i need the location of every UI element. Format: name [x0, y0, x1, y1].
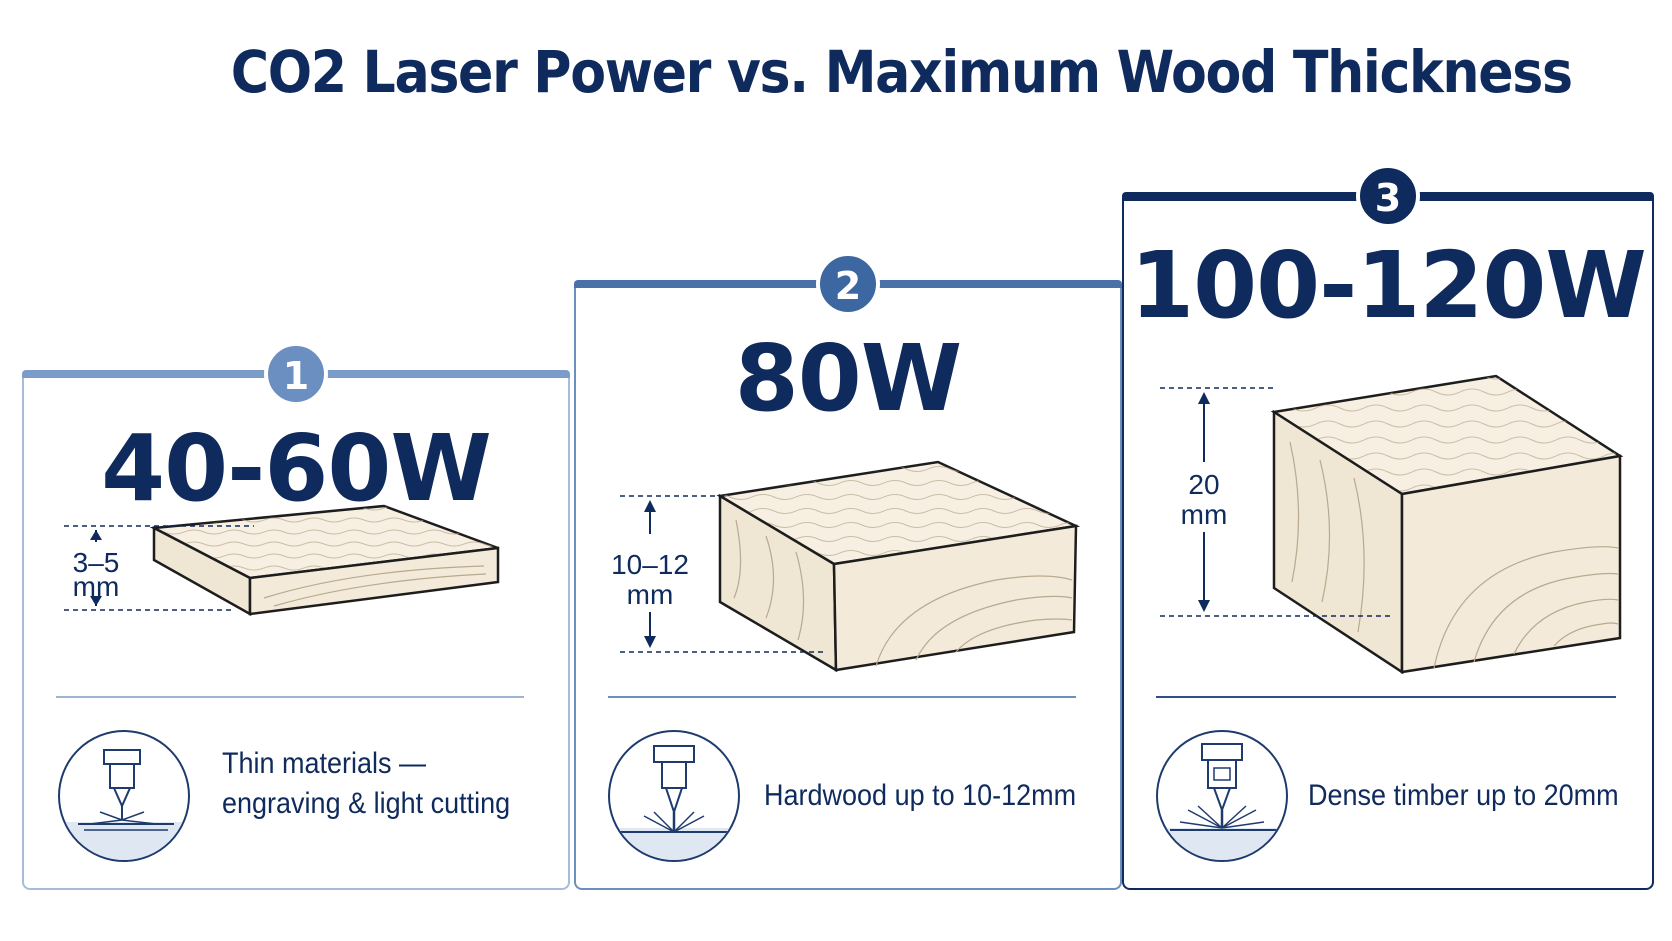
laser-head-icon — [1156, 730, 1288, 862]
card-divider — [56, 696, 524, 698]
tier-number-badge: 3 — [1356, 164, 1420, 228]
description-line: engraving & light cutting — [222, 787, 511, 820]
tier-card-2: 2 80W 10–12 mm — [574, 252, 1122, 890]
laser-head-icon — [58, 730, 190, 862]
thickness-value: 3–5 — [73, 547, 120, 578]
tier-card-1: 1 40-60W 3–5 mm — [22, 342, 570, 890]
thickness-value: 10–12 — [611, 549, 689, 580]
tier-description: Hardwood up to 10-12mm — [764, 776, 1076, 816]
power-rating: 80W — [734, 325, 963, 432]
card-divider — [608, 696, 1076, 698]
wood-plank-illustration: 3–5 mm — [64, 504, 500, 617]
laser-head-icon — [608, 730, 740, 862]
power-rating: 100-120W — [1130, 232, 1647, 339]
tier-card-3: 3 100-120W 20 mm — [1122, 164, 1654, 890]
tier-number-badge: 1 — [264, 342, 328, 406]
description-line: Thin materials — — [222, 747, 427, 780]
card-divider — [1156, 696, 1616, 698]
page-title: CO2 Laser Power vs. Maximum Wood Thickne… — [230, 38, 1573, 106]
power-rating: 40-60W — [101, 415, 492, 522]
tier-description: Dense timber up to 20mm — [1308, 776, 1619, 816]
tier-description: Thin materials — engraving & light cutti… — [222, 744, 510, 824]
thickness-value: 20 — [1188, 469, 1219, 500]
description-line: Hardwood up to 10-12mm — [764, 779, 1077, 812]
wood-block-illustration: 10–12 mm — [611, 460, 1081, 673]
description-line: Dense timber up to 20mm — [1308, 779, 1619, 812]
thickness-unit: mm — [1181, 499, 1228, 530]
thickness-unit: mm — [627, 579, 674, 610]
wood-timber-illustration: 20 mm — [1160, 374, 1624, 675]
tier-number-badge: 2 — [816, 252, 880, 316]
thickness-unit: mm — [73, 571, 120, 602]
